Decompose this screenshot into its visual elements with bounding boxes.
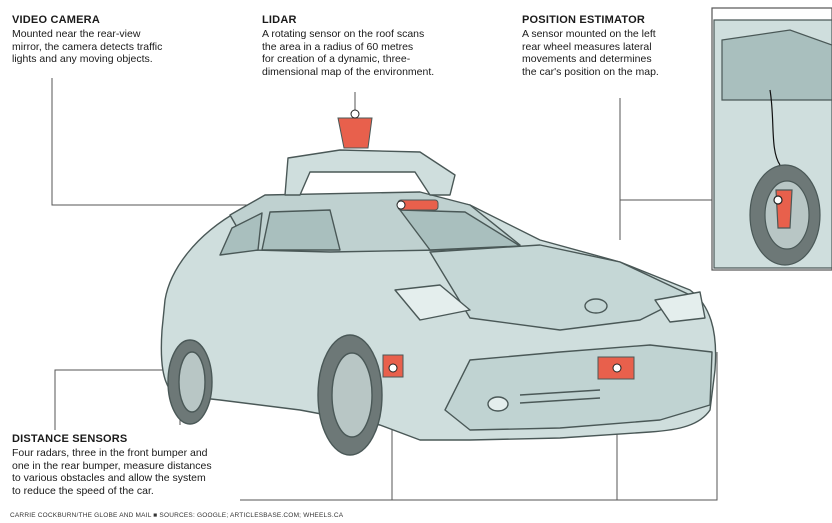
lidar-title: LIDAR [262, 14, 297, 26]
video-camera-callout: VIDEO CAMERA Mounted near the rear-view … [12, 14, 202, 66]
lidar-marker [350, 109, 360, 119]
headlight-right [654, 291, 706, 323]
grille [519, 389, 601, 404]
rear-wheel-rim [178, 351, 206, 413]
position-estimator-title: POSITION ESTIMATOR [522, 14, 645, 26]
front-radar-marker [612, 363, 622, 373]
lidar-sensor [337, 117, 373, 149]
lidar-callout: LIDAR A rotating sensor on the roof scan… [262, 14, 477, 78]
credit-line: CARRIE COCKBURN/THE GLOBE AND MAIL ■ SOU… [10, 512, 344, 519]
distance-bottom-line [240, 352, 718, 501]
sensors [337, 109, 635, 380]
distance-sensors-callout: DISTANCE SENSORS Four radars, three in t… [12, 433, 247, 497]
distance-sensors-text: Four radars, three in the front bumper a… [12, 447, 212, 497]
position-estimator-text: A sensor mounted on the left rear wheel … [522, 28, 659, 78]
roof-rack [284, 149, 456, 196]
car [160, 149, 717, 456]
video-camera-marker [396, 200, 406, 210]
distance-leader-left [54, 369, 181, 430]
video-camera-title: VIDEO CAMERA [12, 14, 100, 26]
lidar-text: A rotating sensor on the roof scans the … [262, 28, 435, 78]
bumper [444, 344, 713, 431]
fog-light [487, 396, 509, 412]
position-estimator-callout: POSITION ESTIMATOR A sensor mounted on t… [522, 14, 697, 78]
front-wheel-rim [331, 352, 373, 438]
side-window-rear [219, 212, 263, 256]
side-window-front [261, 209, 341, 251]
inset-sensor-marker [773, 195, 783, 205]
headlight-left [394, 284, 471, 321]
inset-window [721, 29, 832, 101]
inset-cable [769, 89, 781, 166]
rear-radar-marker [388, 363, 398, 373]
distance-sensors-title: DISTANCE SENSORS [12, 433, 128, 445]
wheel-inset [711, 7, 832, 271]
video-camera-text: Mounted near the rear-view mirror, the c… [12, 28, 163, 65]
toyota-logo [584, 298, 608, 314]
